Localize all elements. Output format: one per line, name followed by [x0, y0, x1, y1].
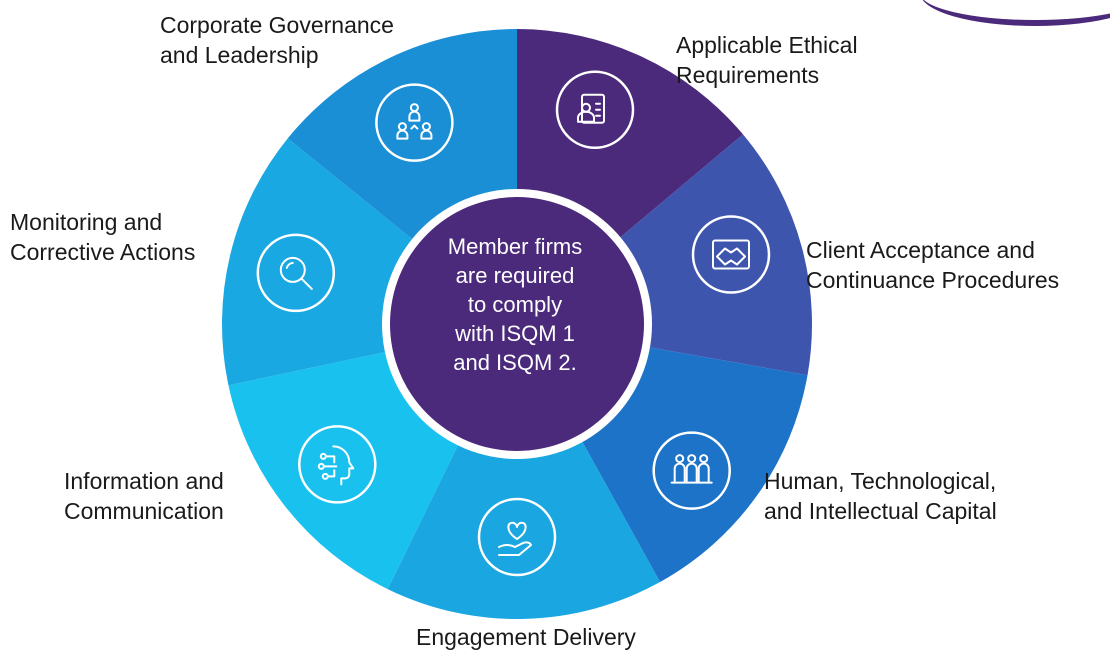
label-line: Engagement Delivery	[416, 624, 636, 650]
center-hub	[390, 197, 644, 451]
handshake-icon	[691, 215, 771, 294]
label-client-acceptance: Client Acceptance and Continuance Proced…	[806, 235, 1059, 295]
label-line: Corporate Governance	[160, 12, 394, 38]
center-text-line: and ISQM 2.	[453, 350, 577, 375]
people-group-icon	[652, 431, 731, 510]
label-engagement-delivery: Engagement Delivery	[416, 622, 636, 652]
center-text-line: to comply	[467, 292, 563, 317]
document-person-icon	[555, 70, 635, 150]
label-corporate-governance: Corporate Governance and Leadership	[160, 10, 394, 70]
center-text-line: Member firms	[447, 234, 583, 259]
label-information: Information and Communication	[64, 466, 224, 526]
label-line: Human, Technological,	[764, 468, 997, 494]
center-text-line: with ISQM 1	[455, 321, 575, 346]
segment-engagement	[387, 324, 661, 619]
label-line: and Leadership	[160, 42, 319, 68]
label-line: Requirements	[676, 62, 820, 88]
label-line: Monitoring and	[10, 209, 163, 235]
label-human-capital: Human, Technological, and Intellectual C…	[764, 466, 997, 526]
magnifier-icon	[256, 233, 336, 313]
label-line: Applicable Ethical	[676, 32, 858, 58]
label-line: Information and	[64, 468, 224, 494]
center-text-line: are required	[455, 263, 575, 288]
label-line: Client Acceptance and	[806, 237, 1035, 263]
label-line: Communication	[64, 498, 224, 524]
label-applicable-ethical: Applicable Ethical Requirements	[676, 30, 858, 90]
corner-decoration	[920, 0, 1110, 26]
org-chart-icon	[375, 83, 454, 162]
ai-head-icon	[298, 425, 377, 504]
heart-hand-icon	[477, 497, 557, 577]
center-text: Member firms are required to comply with…	[415, 232, 615, 377]
label-monitoring: Monitoring and Corrective Actions	[10, 207, 195, 267]
label-line: Corrective Actions	[10, 239, 196, 265]
label-line: and Intellectual Capital	[764, 498, 997, 524]
label-line: Continuance Procedures	[806, 267, 1060, 293]
